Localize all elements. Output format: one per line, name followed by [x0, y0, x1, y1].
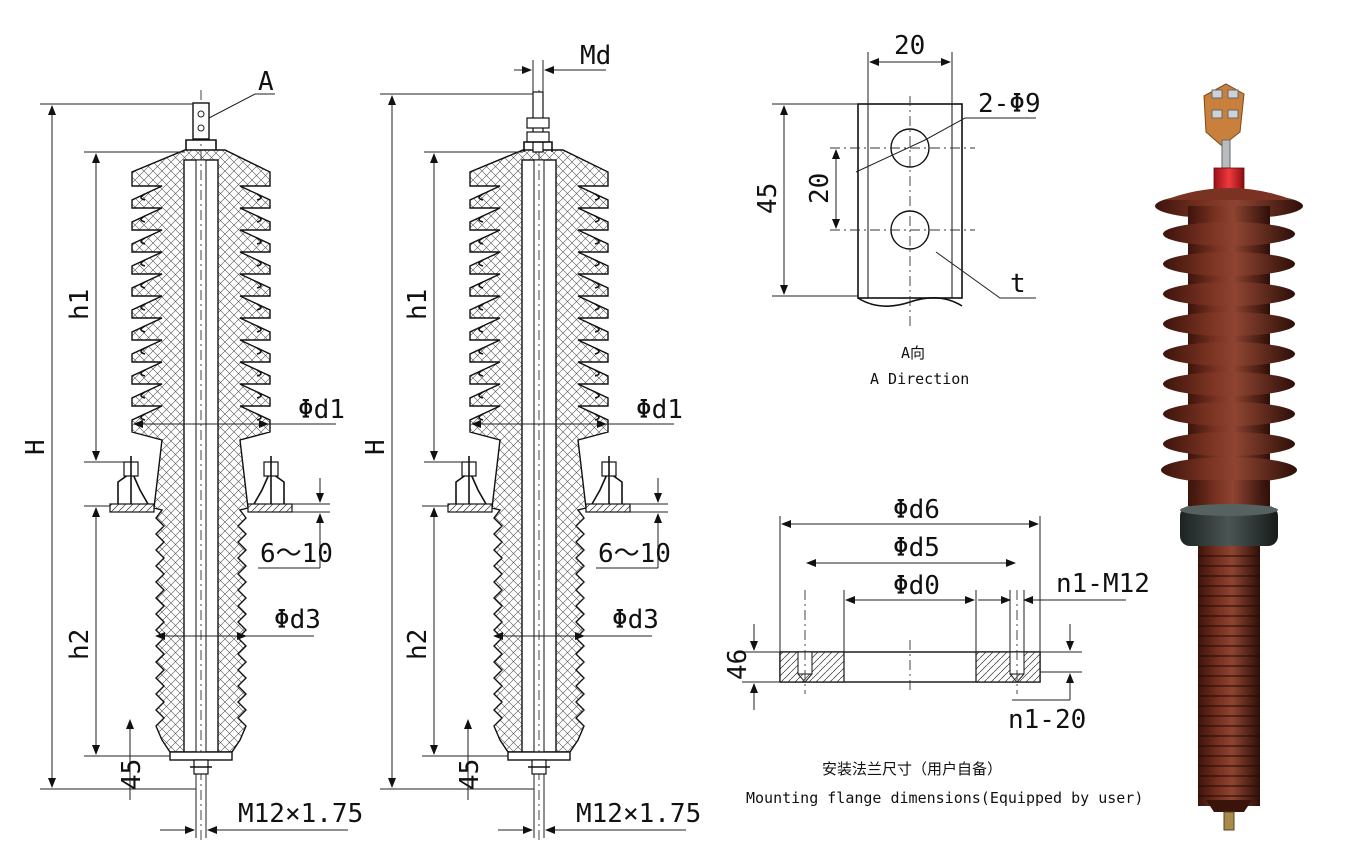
caption-en: Mounting flange dimensions(Equipped by u…: [746, 789, 1143, 807]
dim-H: H: [21, 439, 51, 455]
dim-h2: h2: [403, 629, 433, 660]
label-md: Md: [580, 41, 611, 71]
dim-d5: Φd5: [893, 533, 940, 563]
dim-45: 45: [117, 759, 147, 790]
dim-thread: M12×1.75: [576, 799, 701, 829]
caption-cn: 安装法兰尺寸（用户自备）: [822, 760, 1002, 778]
dim-h1: h1: [403, 289, 433, 320]
label-a: A: [258, 67, 274, 97]
dim-h2: h2: [65, 629, 95, 660]
dim-45: 45: [455, 759, 485, 790]
dim-width-20: 20: [894, 31, 925, 61]
dim-d1: Φd1: [298, 395, 345, 425]
dim-46: 46: [723, 649, 753, 680]
porcelain-sheds: [1161, 206, 1297, 506]
dim-gap: 6～10: [598, 539, 671, 569]
dim-d3: Φd3: [274, 605, 321, 635]
dim-thread: M12×1.75: [238, 799, 363, 829]
dim-gap: 6～10: [260, 539, 333, 569]
dim-d3: Φd3: [612, 605, 659, 635]
dim-thickness-t: t: [1010, 269, 1026, 299]
view-a-direction: 20 2-Φ9 45 20 t A向 A Direction: [753, 31, 1041, 388]
dim-d1: Φd1: [636, 395, 683, 425]
lower-ribbed-body: [1198, 546, 1260, 831]
bushing-photo: [1155, 83, 1303, 831]
dim-height-45: 45: [753, 183, 783, 214]
dim-n1-m12: n1-M12: [1056, 569, 1150, 599]
drawing-a: A H h1 h2 45 Φd1 6～10 Φd3: [21, 67, 363, 841]
dim-pitch-20: 20: [805, 173, 835, 204]
caption-en: A Direction: [870, 370, 969, 388]
dim-d6: Φd6: [893, 495, 940, 525]
terminal-clamp-icon: [1203, 83, 1245, 169]
caption-cn: A向: [901, 344, 925, 362]
dim-h1: h1: [65, 289, 95, 320]
dim-n1-20: n1-20: [1008, 705, 1086, 735]
drawing-b: Md H h1 h2 45 Φd1 6～10 Φd3: [361, 41, 701, 841]
dim-holes: 2-Φ9: [978, 89, 1041, 119]
dim-d0: Φd0: [893, 571, 940, 601]
mounting-flange: Φd6 Φd5 Φd0 n1-M12 46 n1-20 安装法兰尺寸（用户自备）…: [723, 495, 1150, 807]
dim-H: H: [361, 439, 391, 455]
